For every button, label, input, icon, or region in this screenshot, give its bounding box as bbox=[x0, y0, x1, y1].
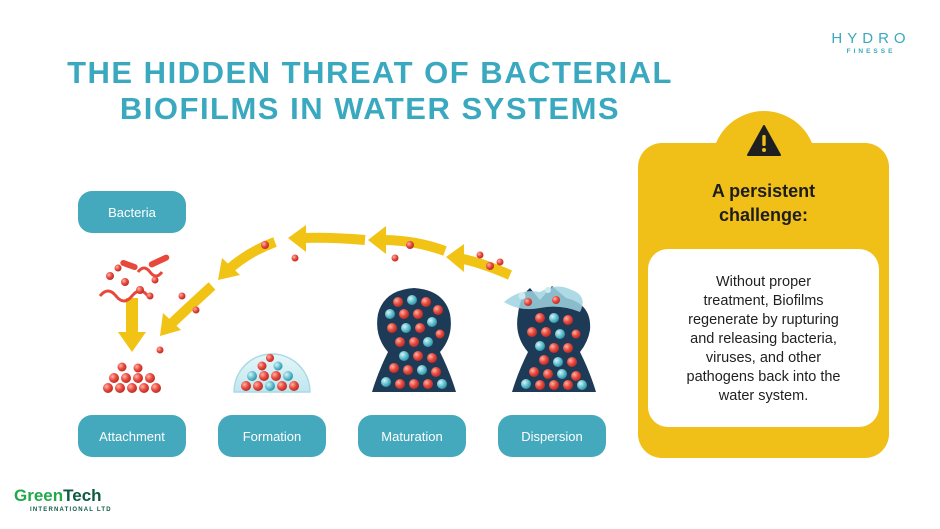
callout-body-line: pathogens back into the bbox=[686, 369, 841, 385]
callout-heading-line-1: A persistent bbox=[711, 181, 816, 201]
callout-body-line: treatment, Biofilms bbox=[703, 293, 824, 309]
title-line-1: THE HIDDEN THREAT OF BACTERIAL bbox=[67, 55, 673, 90]
arrow-dispersion-to-maturation bbox=[446, 244, 512, 280]
attachment-label: Attachment bbox=[78, 415, 186, 457]
arrow-maturation-to-formation bbox=[368, 226, 447, 256]
callout-body-line: viruses, and other bbox=[705, 350, 822, 366]
hydro-logo-subword: FINESSE bbox=[846, 48, 896, 55]
callout-body-line: water system. bbox=[718, 388, 809, 404]
callout-body-box: Without proper treatment, Biofilms regen… bbox=[648, 249, 879, 427]
maturation-biofilm bbox=[372, 288, 456, 392]
arrow-bacteria-to-attachment bbox=[118, 298, 146, 352]
formation-label: Formation bbox=[218, 415, 326, 457]
greentech-logo-subword: INTERNATIONAL LTD bbox=[30, 507, 112, 513]
callout-heading-line-2: challenge: bbox=[718, 205, 809, 225]
greentech-logo-word: GreenTech bbox=[14, 486, 112, 506]
callout-body-text: Without proper treatment, Biofilms regen… bbox=[656, 273, 871, 406]
dispersion-label: Dispersion bbox=[498, 415, 606, 457]
free-bacteria-illustration bbox=[98, 254, 170, 303]
callout-heading: A persistent challenge: bbox=[638, 179, 889, 227]
page-title: THE HIDDEN THREAT OF BACTERIAL BIOFILMS … bbox=[40, 55, 700, 127]
dispersed-bacteria bbox=[156, 241, 504, 354]
dispersion-biofilm bbox=[504, 286, 596, 392]
greentech-logo: GreenTech INTERNATIONAL LTD bbox=[14, 486, 112, 513]
hydro-logo-word: HYDRO bbox=[831, 30, 911, 47]
arrow-formation-to-bacteria bbox=[288, 225, 366, 252]
formation-biofilm-dome bbox=[233, 353, 311, 393]
biofilm-lifecycle-diagram bbox=[98, 225, 596, 393]
callout-body-line: Without proper bbox=[715, 274, 812, 290]
persistent-challenge-callout: A persistent challenge: Without proper t… bbox=[638, 111, 889, 458]
arrow-to-bacteria-left bbox=[218, 237, 277, 280]
bacteria-label: Bacteria bbox=[78, 191, 186, 233]
warning-icon bbox=[747, 125, 781, 156]
greentech-logo-green: Green bbox=[14, 486, 64, 505]
attachment-cluster bbox=[103, 362, 161, 393]
callout-body-line: and releasing bacteria, bbox=[690, 331, 837, 347]
maturation-label: Maturation bbox=[358, 415, 466, 457]
title-line-2: BIOFILMS IN WATER SYSTEMS bbox=[119, 91, 621, 126]
callout-body-line: regenerate by rupturing bbox=[688, 312, 839, 328]
arrow-down-to-attachment-right bbox=[160, 282, 216, 336]
hydro-finesse-logo: HYDRO FINESSE bbox=[826, 30, 916, 55]
greentech-logo-tech: Tech bbox=[63, 486, 102, 505]
